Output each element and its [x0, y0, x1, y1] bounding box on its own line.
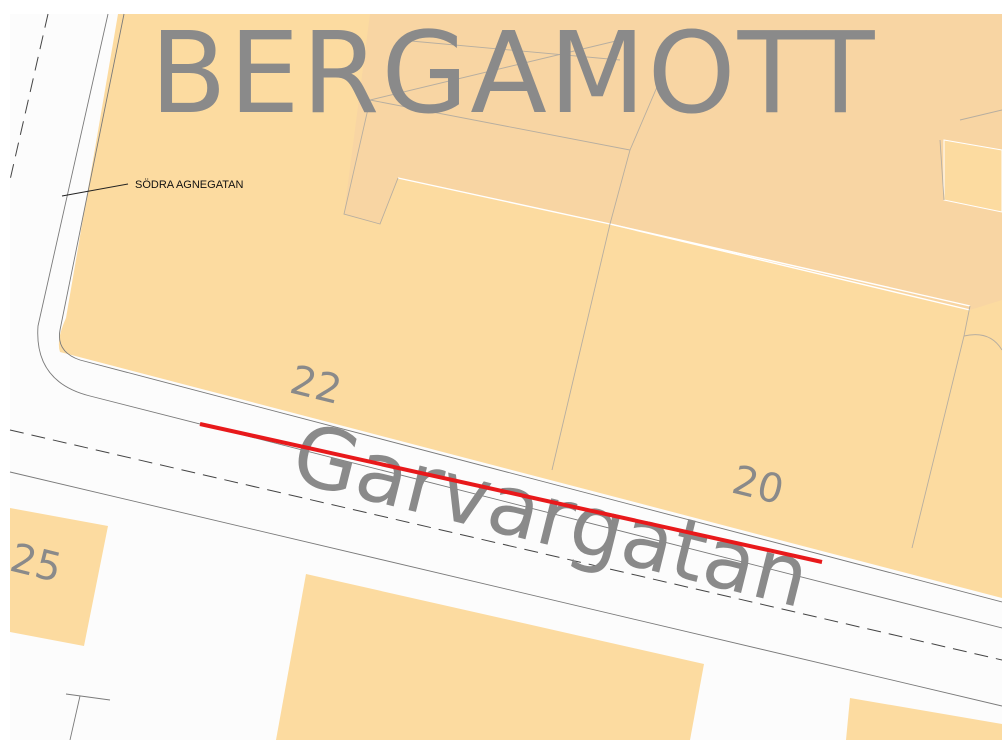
- parcel-boundaries: [343, 39, 1002, 549]
- building-north-2: [943, 139, 1002, 213]
- parcel-25[interactable]: [10, 508, 108, 646]
- highlighted-street-segment[interactable]: [199, 422, 823, 564]
- district-label: BERGAMOTT: [150, 9, 876, 139]
- annotation-label: SÖDRA AGNEGATAN: [135, 179, 243, 191]
- parcel-block-southeast[interactable]: [846, 698, 1002, 740]
- road-centerlines: [9, 13, 1002, 661]
- street-edges: [9, 13, 1002, 740]
- annotation-leader-line: [61, 183, 129, 197]
- parcel-block-south[interactable]: [276, 574, 704, 740]
- building-north-1: [344, 14, 1002, 310]
